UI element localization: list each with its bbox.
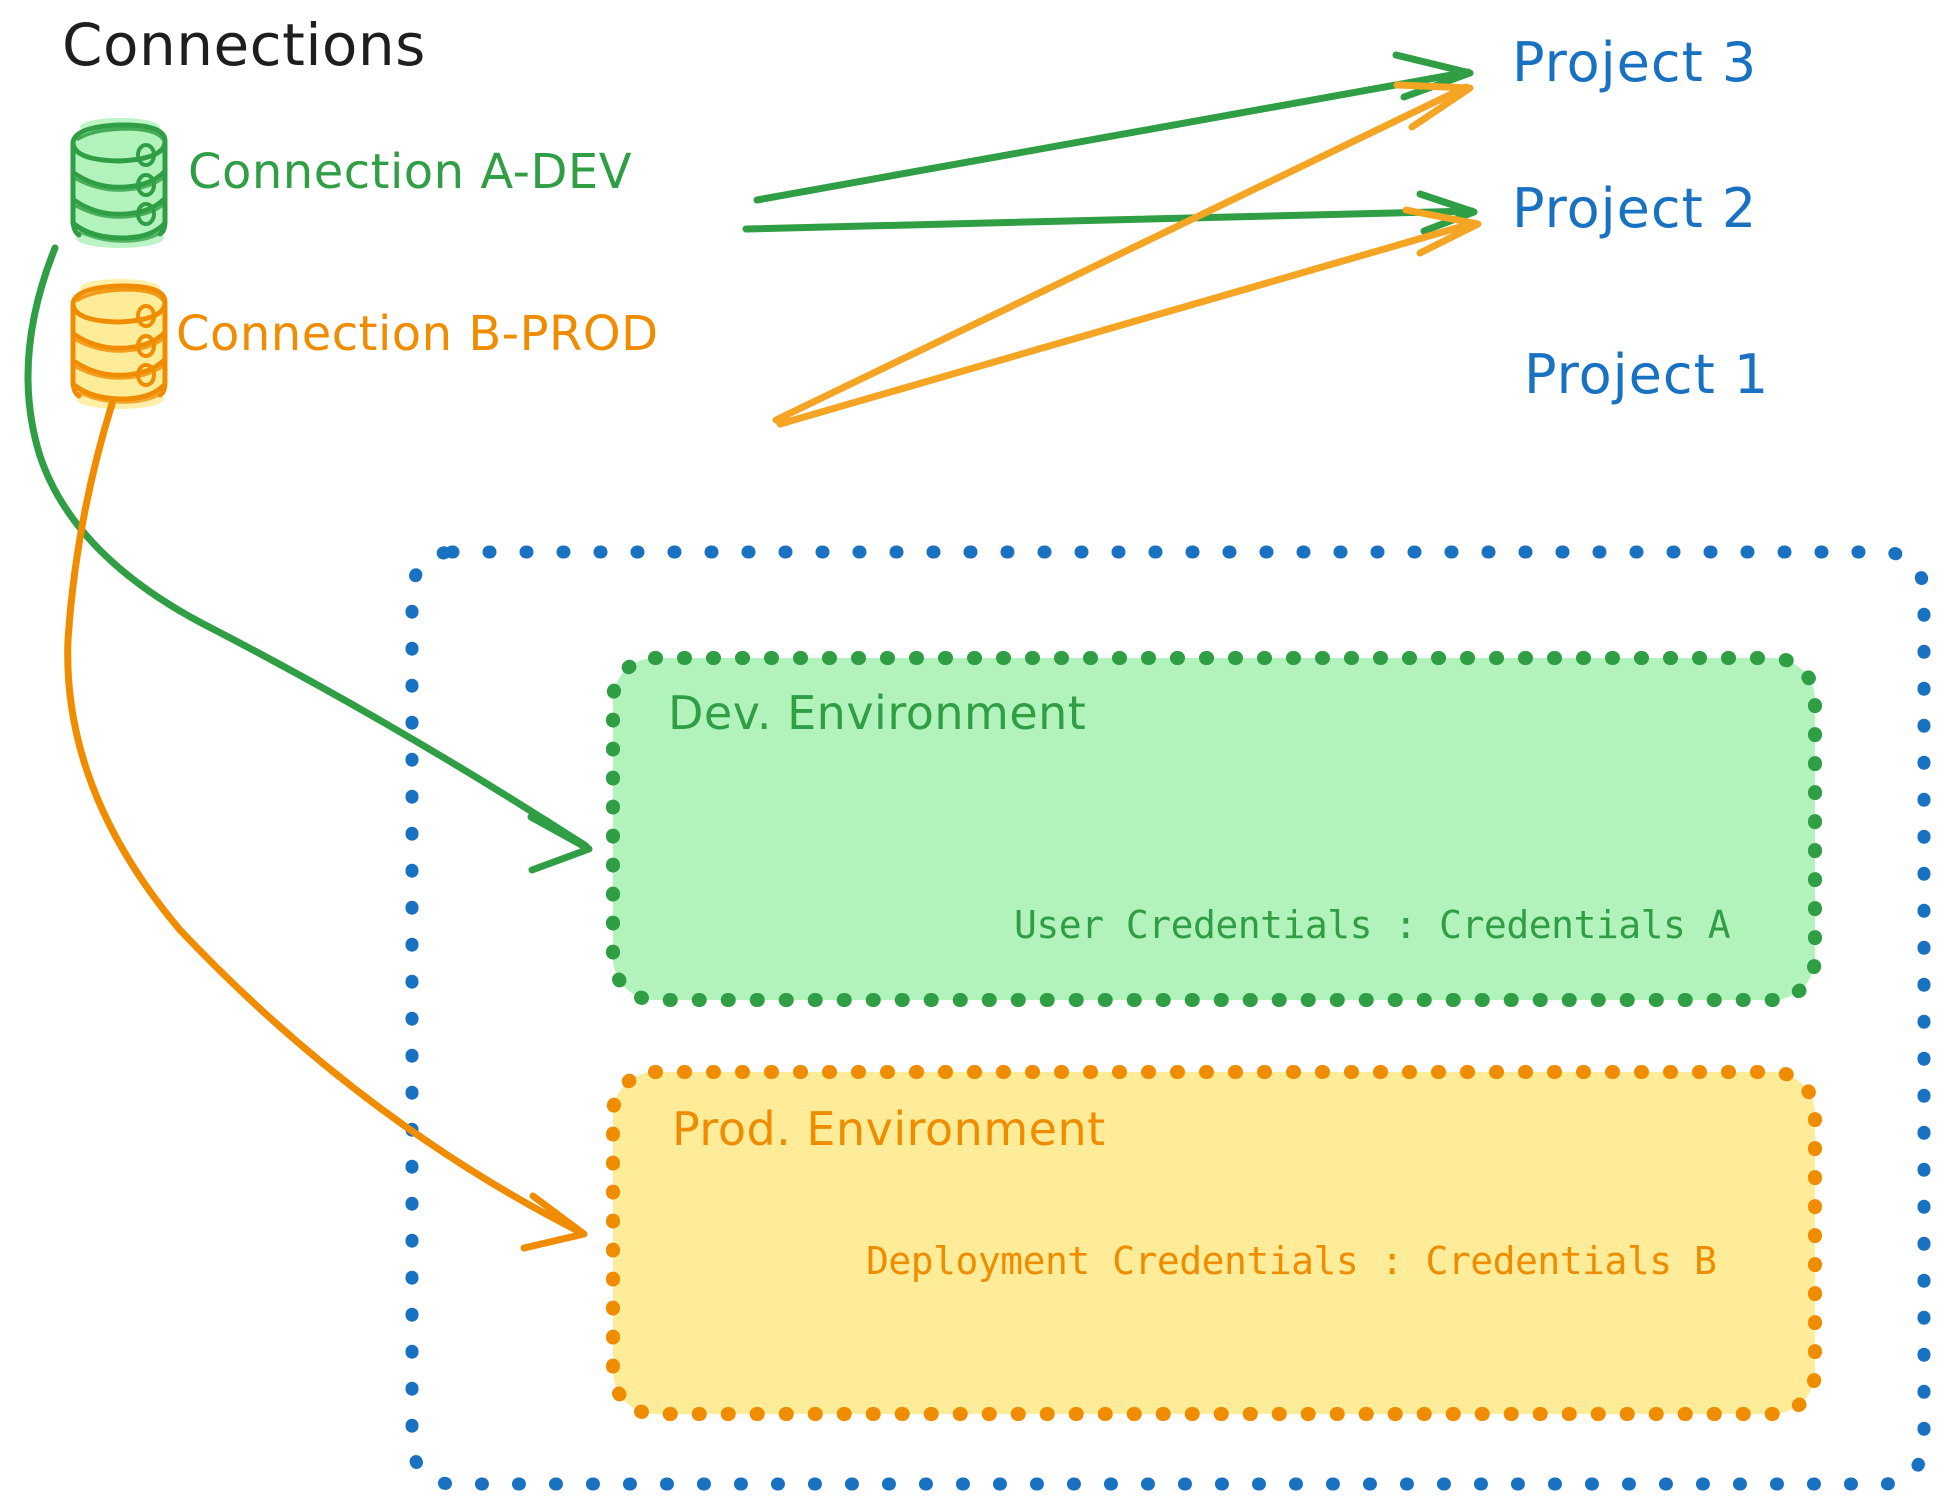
edge-b-prod-to-project-3 bbox=[772, 81, 1474, 424]
edge-a-dev-to-dev-environment bbox=[24, 244, 593, 874]
prod-environment-credentials: Deployment Credentials : Credentials B bbox=[866, 1239, 1717, 1283]
prod-environment-box bbox=[606, 1065, 1822, 1421]
connection-a-dev-label[interactable]: Connection A-DEV bbox=[188, 144, 633, 200]
project-2-label[interactable]: Project 2 bbox=[1512, 177, 1758, 240]
dev-environment-credentials: User Credentials : Credentials A bbox=[1014, 903, 1731, 947]
prod-environment-title: Prod. Environment bbox=[672, 1102, 1106, 1156]
project-1-boundary-box bbox=[405, 545, 1931, 1491]
edge-a-dev-to-project-3 bbox=[753, 51, 1474, 204]
database-cylinder-icon-green bbox=[70, 118, 168, 248]
edge-a-dev-to-project-2 bbox=[742, 190, 1478, 235]
edge-b-prod-to-prod-environment bbox=[64, 400, 588, 1252]
page-title: Connections bbox=[62, 11, 426, 79]
dev-environment-title: Dev. Environment bbox=[668, 686, 1087, 740]
connection-b-prod-label[interactable]: Connection B-PROD bbox=[176, 306, 659, 362]
edge-b-prod-to-project-2 bbox=[776, 206, 1482, 428]
database-cylinder-icon-orange bbox=[70, 279, 168, 409]
project-1-label[interactable]: Project 1 bbox=[1524, 343, 1770, 406]
project-3-label[interactable]: Project 3 bbox=[1512, 31, 1758, 94]
dev-environment-box bbox=[606, 651, 1822, 1007]
